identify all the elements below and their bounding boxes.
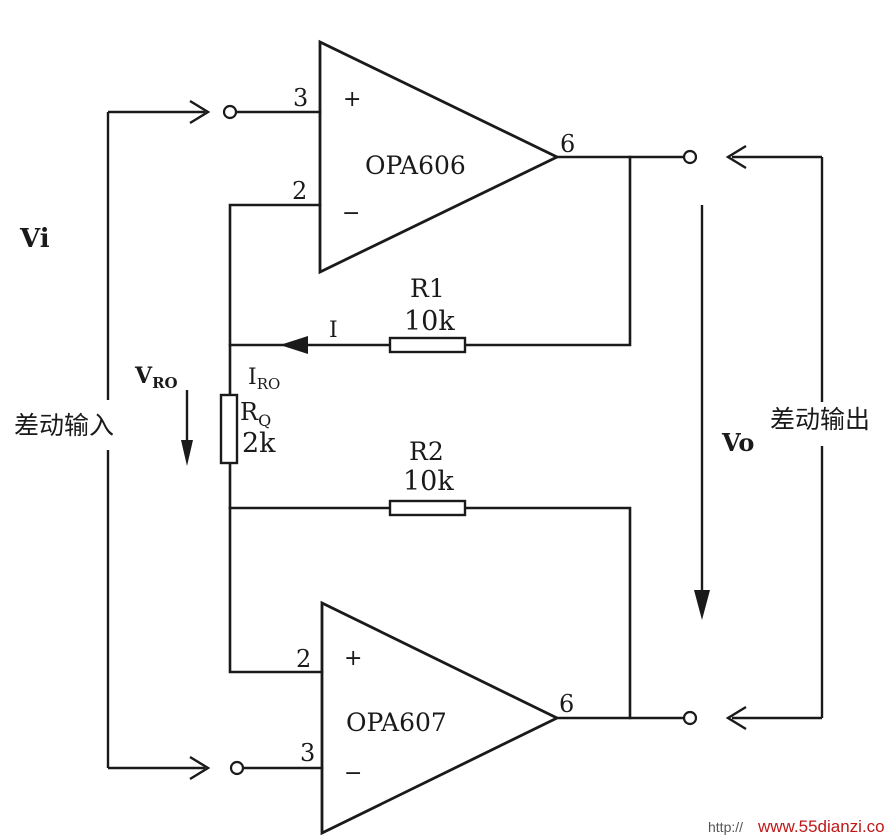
opamp-top-name: OPA606 [365,151,466,180]
terminal-input-top [222,104,238,120]
resistor-r1-name: R1 [410,274,445,303]
opamp-top-body [318,39,561,275]
current-arrow-icon [280,336,308,354]
resistor-r1-value: 10k [404,306,455,337]
terminal-output-top [682,149,698,165]
iro-label: IRO [248,365,280,393]
diff-output-arrow-bottom-icon [725,705,747,731]
vro-arrow-icon [181,440,193,466]
watermark-prefix: http:// [708,819,743,835]
opamp-bottom-pin-plus: 2 [296,645,311,673]
opamp-top-pin-out: 6 [560,130,575,158]
resistor-r1: R1 10k [388,274,467,354]
diff-input-bracket [106,99,211,781]
diff-output-arrow-top-icon [725,144,747,170]
watermark-site: www.55dianzi.com [757,817,885,836]
vo-arrow [694,205,710,620]
resistor-r2-name: R2 [409,437,444,466]
resistor-rq-value: 2k [242,428,276,459]
opamp-top-pin-minus: 2 [292,177,307,205]
opamp-bottom-name: OPA607 [346,708,447,737]
opamp-bottom-pin-minus: 3 [300,739,315,767]
resistor-rq: RQ 2k [219,393,276,465]
opamp-bottom-body [320,600,561,836]
diff-output-bracket [725,144,824,731]
vro-label: VRO [134,363,178,392]
vro-arrow [181,390,193,466]
resistor-rq-name: RQ [240,398,271,430]
resistor-r2: R2 10k [388,437,467,517]
diff-output-label: 差动输出 [770,405,870,434]
opamp-bottom-minus-sign: − [344,761,362,786]
vo-label: Vo [721,428,754,457]
vo-arrow-icon [694,590,710,620]
terminal-input-bottom [229,760,245,776]
current-label: I [329,318,338,343]
opamp-bottom: OPA607 + − 2 3 6 [296,600,574,836]
opamp-top-plus-sign: + [343,87,361,112]
diff-input-arrow-bottom-icon [189,755,211,781]
opamp-bottom-plus-sign: + [344,646,362,671]
opamp-top: OPA606 + − 3 2 6 [292,39,575,275]
resistor-r2-value: 10k [403,466,454,497]
diff-input-label: 差动输入 [14,411,114,440]
wiring [228,110,686,770]
terminal-output-bottom [682,710,698,726]
vi-label: Vi [19,224,50,254]
opamp-bottom-pin-out: 6 [559,690,574,718]
diff-input-arrow-top-icon [189,99,211,125]
opamp-top-minus-sign: − [342,201,360,226]
opamp-top-pin-plus: 3 [293,84,308,112]
